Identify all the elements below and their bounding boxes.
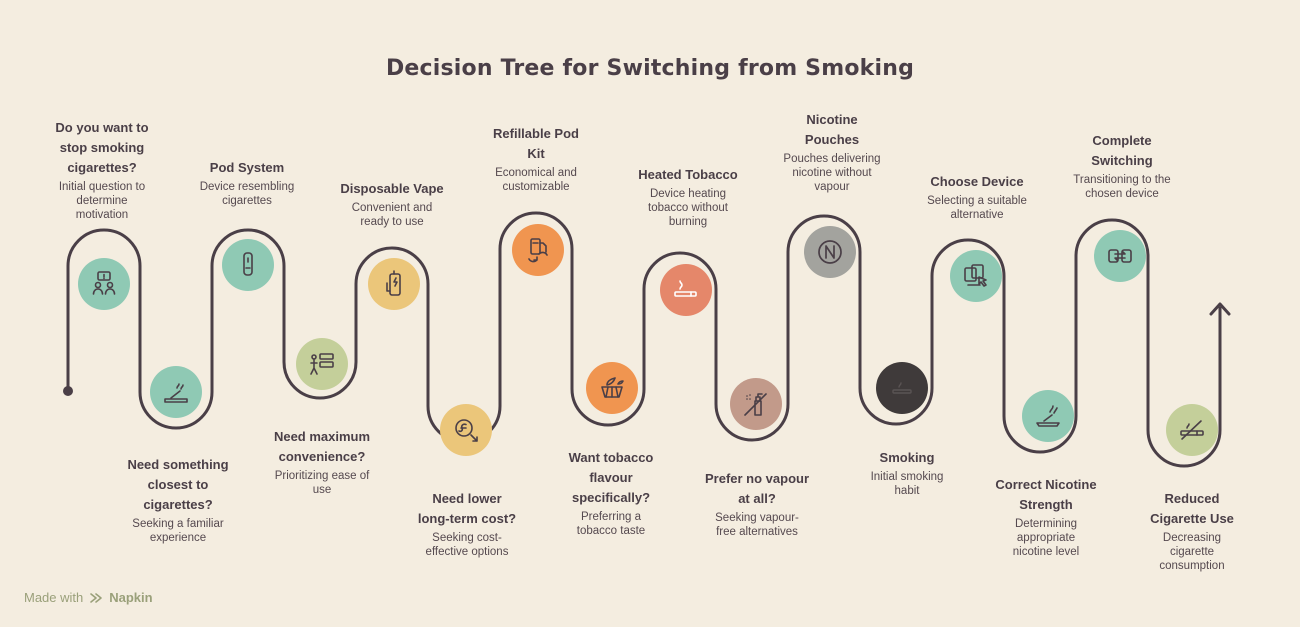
path-start-dot [63,386,73,396]
step-heading: Disposable Vape [340,181,444,196]
step-heading: Pod System [209,160,285,175]
node-stop-smoking [78,258,130,310]
node-closest [150,366,202,418]
node-smoking [876,362,928,414]
decision-path-line [66,211,1222,468]
refill-kit-icon [528,238,548,263]
footer-brand: Napkin [109,590,153,605]
no-spray-icon [744,393,767,416]
diagram-title: Decision Tree for Switching from Smoking [385,56,915,81]
node-heated [660,264,712,316]
step-heading: Choose Device [930,174,1024,189]
napkin-logo-icon [90,592,103,603]
node-choose [950,250,1002,302]
node-refillable [512,224,564,276]
node-reduced [1166,404,1218,456]
step-description: Seeking vapour-free alternatives [715,512,799,538]
no-cigarette-icon [1180,420,1204,440]
node-convenience [296,338,348,390]
pod-device-icon [243,252,253,276]
node-pod-system [222,239,274,291]
question-people-icon [92,271,116,295]
device-select-icon [964,264,987,287]
step-heading: Smoking [879,450,935,465]
node-no-vapour [730,378,782,430]
n-circle-icon [818,240,842,264]
disposable-vape-icon [386,270,401,296]
footer-watermark[interactable]: Made with Napkin [24,590,153,605]
footer-made-with: Made with [24,590,84,605]
node-strength [1022,390,1074,442]
cigarette-smoke-icon [674,280,697,297]
coin-arrow-icon [455,419,478,442]
step-description: Seeking cost-effective options [425,532,509,558]
node-disposable [368,258,420,310]
person-list-icon [310,353,334,375]
tray-smoke-icon [1036,405,1060,427]
step-heading: Heated Tobacco [638,167,738,182]
path-end-arrow-icon [1209,302,1231,316]
node-complete [1094,230,1146,282]
smoking-icon [892,382,912,394]
switch-arrows-icon [1108,249,1132,263]
node-pouches [804,226,856,278]
leaf-basket-icon [601,377,624,398]
ashtray-icon [164,383,188,403]
node-lower-cost [440,404,492,456]
node-tobacco-flavour [586,362,638,414]
